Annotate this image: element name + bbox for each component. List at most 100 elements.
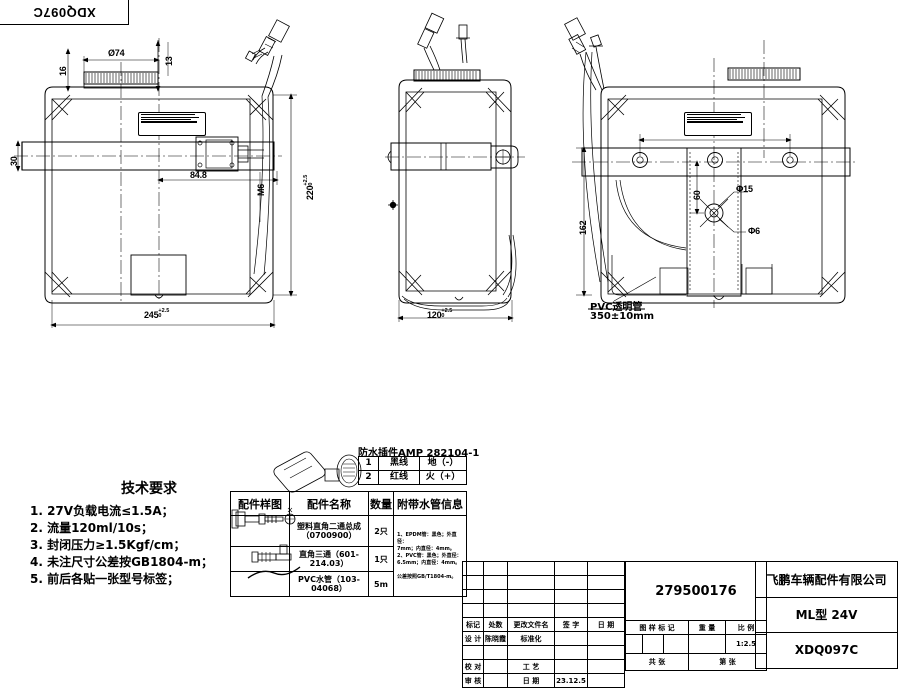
- hose-info-line: 6.5mm；内直径：4mm。: [397, 559, 461, 566]
- rev-header-docname: 更改文件名: [507, 617, 555, 632]
- table-row: XDQ097C: [755, 632, 898, 669]
- rev-cell: [587, 603, 625, 618]
- rev-cell: [483, 603, 508, 618]
- tb-mid-header-mark: 图 样 标 记: [625, 620, 689, 635]
- table-row: [462, 561, 625, 576]
- hose-info-line: 2、PVC管：黑色；外直径：: [397, 552, 462, 559]
- dim-d6: Φ6: [748, 226, 760, 236]
- tb-value: [554, 645, 588, 660]
- dim-30: 30: [9, 156, 19, 166]
- front-view-geometry: [14, 19, 290, 304]
- product-model: ML型 24V: [755, 596, 898, 634]
- rev-cell: [554, 561, 588, 576]
- technical-requirement-item: 5. 前后各贴一张型号标签；: [30, 572, 180, 586]
- parts-name-cell: 直角三通（601-214.03）: [289, 546, 369, 572]
- tb-value: [483, 645, 508, 660]
- technical-requirement-item: 2. 流量120ml/10s；: [30, 521, 153, 535]
- parts-image-cell: [230, 515, 290, 547]
- rev-cell: [483, 589, 508, 604]
- tb-mark-cell: [663, 634, 689, 654]
- parts-name-line1: 塑料直角二通总成: [297, 522, 361, 531]
- parts-image-cell: [230, 571, 290, 597]
- dim-162: 162: [578, 220, 588, 235]
- table-row: 校 对 工 艺: [462, 659, 625, 674]
- dim-120-tol-up: +2.5: [441, 307, 453, 314]
- dim-m6: M6: [256, 183, 266, 196]
- technical-requirements-title: 技术要求: [121, 481, 177, 497]
- hose-info-line: 公差按照GB/T1804-m。: [397, 573, 457, 580]
- connector-pinout-table: 1 黑线 地（-） 2 红线 火（+）: [358, 456, 467, 485]
- connector-wire-color: 红线: [378, 470, 420, 485]
- connector-function: 地（-）: [419, 456, 467, 471]
- rev-cell: [462, 589, 484, 604]
- table-row: [462, 575, 625, 590]
- dim-120-value: 120: [427, 310, 442, 320]
- connector-wire-color: 黑线: [378, 456, 420, 471]
- connector-illustration: [273, 451, 362, 493]
- tb-value: [483, 673, 508, 688]
- company-name: 飞鹏车辆配件有限公司: [755, 561, 898, 598]
- rev-cell: [554, 603, 588, 618]
- table-row: 2 红线 火（+）: [358, 470, 467, 485]
- title-block-part-table: 279500176 图 样 标 记 重 量 比 例 1:2.5 共 张 第 张: [625, 561, 767, 671]
- tb-value: [587, 673, 625, 688]
- title-block: 标记 处数 更改文件名 签 字 日 期 设 计 陈晓霞 标准化 校 对: [462, 561, 898, 688]
- table-row: 279500176: [625, 561, 767, 621]
- rear-view-dimensions: [576, 134, 792, 310]
- tb-value: [587, 645, 625, 660]
- table-row: 1:2.5: [625, 634, 767, 654]
- table-row: 共 张 第 张: [625, 653, 767, 671]
- table-row: 设 计 陈晓霞 标准化: [462, 631, 625, 646]
- rev-cell: [462, 603, 484, 618]
- rev-cell: [507, 603, 555, 618]
- tb-value: [462, 645, 484, 660]
- rev-cell: [587, 589, 625, 604]
- parts-name-cell: PVC水管（103-04068）: [289, 571, 369, 597]
- dim-220-value: 220: [305, 185, 315, 200]
- dim-60: 60: [692, 190, 702, 200]
- tb-mark-cell: [642, 634, 664, 654]
- rev-cell: [483, 561, 508, 576]
- hose-info-line: 1、EPDM管：黑色；外直径：: [397, 531, 457, 545]
- parts-table: 配件样图 配件名称 数量 附带水管信息 塑料直角二通总成 （0700900） 2…: [230, 491, 467, 597]
- rev-cell: [483, 575, 508, 590]
- table-row: 图 样 标 记 重 量 比 例: [625, 620, 767, 635]
- table-row: [462, 645, 625, 660]
- tb-value: [587, 631, 625, 646]
- table-row: 飞鹏车辆配件有限公司: [755, 561, 898, 598]
- parts-header-hose-info: 附带水管信息: [393, 491, 467, 516]
- parts-header-name: 配件名称: [289, 491, 369, 516]
- dim-120-tol-low: 0: [441, 312, 445, 319]
- technical-requirement-item: 4. 未注尺寸公差按GB1804-m；: [30, 555, 213, 569]
- table-row: [462, 589, 625, 604]
- tb-mid-header-weight: 重 量: [688, 620, 726, 635]
- tb-value: [554, 631, 588, 646]
- side-view-geometry: [385, 12, 525, 311]
- dim-84-8: 84.8: [190, 170, 207, 180]
- connector-function: 火（+）: [419, 470, 467, 485]
- drawing-code-box: XDQ097C: [0, 0, 129, 25]
- table-row: 1 黑线 地（-）: [358, 456, 467, 471]
- tb-label-date: 日 期: [507, 673, 555, 688]
- product-label-sticker-rear: [684, 112, 752, 136]
- table-row: PVC水管（103-04068） 5m: [230, 571, 467, 597]
- tb-value: [554, 659, 588, 674]
- technical-requirements: 技术要求 1. 27V负载电流≤1.5A； 2. 流量120ml/10s； 3.…: [30, 478, 240, 588]
- dim-d15: Φ15: [736, 184, 753, 194]
- rev-header-count: 处数: [483, 617, 508, 632]
- table-row: [462, 603, 625, 618]
- tb-value: [507, 645, 555, 660]
- dim-245-tol-low: 0: [158, 312, 162, 319]
- rear-view-geometry: [564, 17, 858, 308]
- dim-13: 13: [164, 56, 174, 66]
- rev-cell: [462, 561, 484, 576]
- rev-cell: [507, 575, 555, 590]
- title-block-revision-table: 标记 处数 更改文件名 签 字 日 期 设 计 陈晓霞 标准化 校 对: [462, 561, 625, 688]
- tb-value: [587, 659, 625, 674]
- dim-245-tol-up: +2.5: [158, 307, 170, 314]
- tb-role-process: 工 艺: [507, 659, 555, 674]
- product-label-sticker-front: [138, 112, 206, 136]
- parts-header-qty: 数量: [368, 491, 394, 516]
